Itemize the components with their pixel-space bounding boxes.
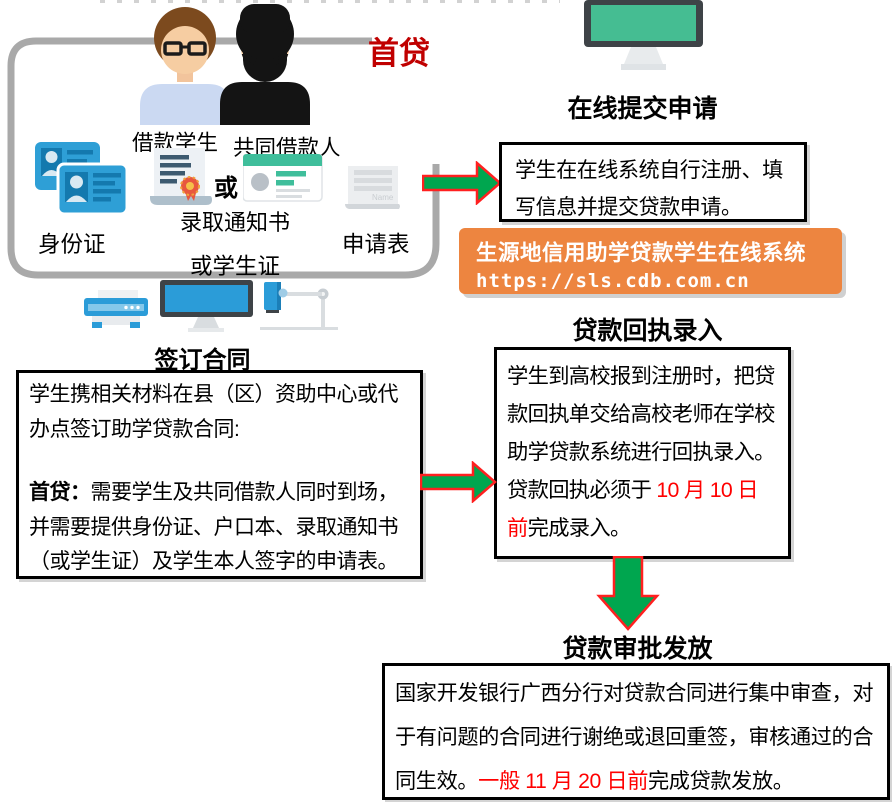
or-label: 或 — [214, 175, 238, 202]
sign-contract-para1: 学生携相关材料在县（区）资助中心或代办点签订助学贷款合同: — [29, 383, 399, 441]
printer-icon — [84, 290, 148, 328]
scanner-arm-icon — [260, 282, 338, 330]
id-card-label: 身份证 — [38, 232, 106, 257]
desktop-computer-icon — [160, 280, 253, 332]
receipt-entry-title: 贷款回执录入 — [572, 317, 723, 345]
arrow-to-receipt-entry — [420, 461, 497, 503]
online-apply-title: 在线提交申请 — [567, 95, 718, 123]
approval-title: 贷款审批发放 — [562, 635, 713, 663]
cropped-text-artifact — [100, 0, 560, 3]
receipt-entry-box: 学生到高校报到注册时，把贷款回执单交给高校老师在学校助学贷款系统进行回执录入。贷… — [494, 347, 791, 559]
student-avatar — [140, 7, 230, 125]
glasses-icon — [163, 41, 207, 56]
online-apply-box: 学生在在线系统自行注册、填写信息并提交贷款申请。 — [499, 142, 807, 222]
arrow-to-approval — [596, 556, 660, 631]
or-student-id-label: 或学生证 — [190, 254, 281, 279]
id-cards-icon — [35, 142, 129, 216]
svg-text:Name: Name — [372, 193, 394, 202]
online-system-monitor-icon — [584, 0, 703, 70]
sign-contract-para2: 首贷：需要学生及共同借款人同时到场，并需要提供身份证、户口本、录取通知书（或学生… — [29, 481, 399, 573]
co-borrower-card-icon — [243, 154, 323, 202]
application-form-icon: Name — [345, 166, 400, 209]
portal-name: 生源地信用助学贷款学生在线系统 — [476, 241, 807, 265]
portal-banner: 生源地信用助学贷款学生在线系统 https://sls.cdb.com.cn — [459, 228, 842, 294]
admission-notice-label: 录取通知书 — [180, 210, 291, 235]
application-form-label: 申请表 — [342, 232, 410, 257]
materials-group-border — [7, 37, 440, 279]
portal-url: https://sls.cdb.com.cn — [476, 270, 750, 292]
arrow-to-online-apply — [422, 161, 502, 205]
first-loan-label: 首贷 — [368, 36, 430, 71]
approval-text: 国家开发银行广西分行对贷款合同进行集中审查，对于有问题的合同进行谢绝或退回重签，… — [395, 682, 874, 793]
admission-notice-icon — [150, 148, 212, 205]
co-borrower-avatar — [220, 4, 310, 125]
online-apply-text: 学生在在线系统自行注册、填写信息并提交贷款申请。 — [515, 159, 783, 219]
receipt-entry-text: 学生到高校报到注册时，把贷款回执单交给高校老师在学校助学贷款系统进行回执录入。贷… — [507, 364, 775, 540]
sign-contract-title: 签订合同 — [154, 347, 251, 374]
sign-contract-box: 学生携相关材料在县（区）资助中心或代办点签订助学贷款合同: 首贷：需要学生及共同… — [16, 370, 423, 579]
equipment-icons — [84, 280, 338, 332]
borrowers-illustration — [140, 4, 310, 125]
approval-box: 国家开发银行广西分行对贷款合同进行集中审查，对于有问题的合同进行谢绝或退回重签，… — [382, 663, 890, 800]
